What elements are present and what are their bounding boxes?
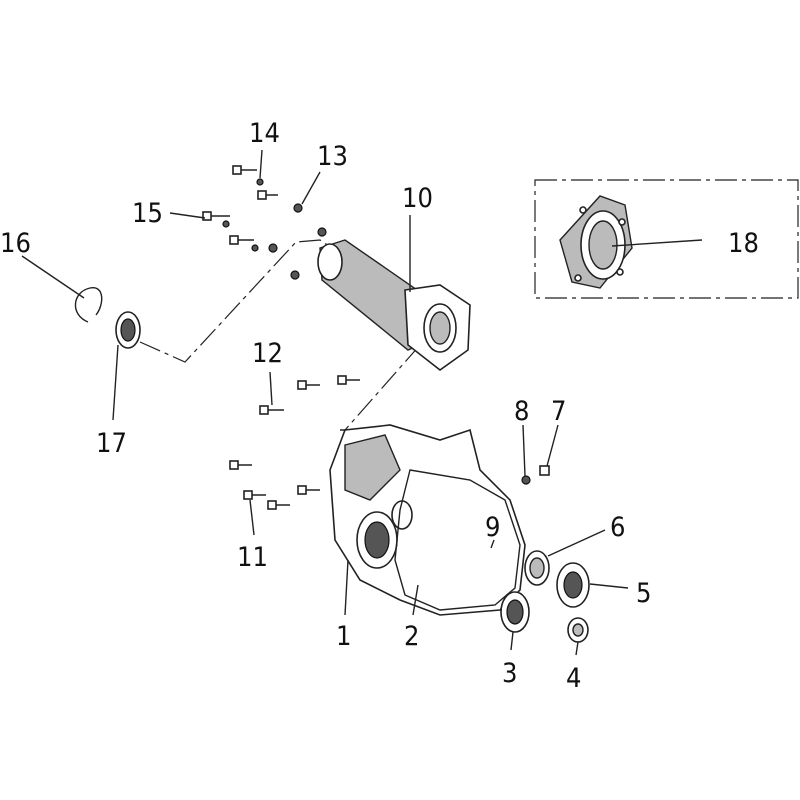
callout-11: 11 xyxy=(237,542,268,573)
bushing-4 xyxy=(567,617,589,643)
bearing-3 xyxy=(500,591,530,633)
callout-17: 17 xyxy=(96,428,127,459)
callout-5: 5 xyxy=(636,578,651,609)
callout-8: 8 xyxy=(514,396,529,427)
bearing-5 xyxy=(556,562,590,608)
callout-15: 15 xyxy=(132,198,163,229)
gasket-2 xyxy=(394,469,521,611)
callout-12: 12 xyxy=(252,338,283,369)
callout-10: 10 xyxy=(402,183,433,214)
leader-lines xyxy=(21,149,703,656)
bearing-17 xyxy=(115,311,141,349)
callout-18: 18 xyxy=(728,228,759,259)
callout-13: 13 xyxy=(317,141,348,172)
callout-14: 14 xyxy=(249,118,280,149)
callout-labels: 1 2 3 4 5 6 7 8 9 10 11 12 13 14 15 16 1… xyxy=(0,118,759,694)
callout-4: 4 xyxy=(566,663,581,694)
callout-7: 7 xyxy=(551,396,566,427)
callout-9: 9 xyxy=(485,512,500,543)
circlip-16 xyxy=(74,287,103,323)
centre-line-2 xyxy=(344,344,421,431)
oil-seal-flange-18 xyxy=(559,195,633,289)
bolts xyxy=(202,165,550,560)
tube-housing-10 xyxy=(290,227,471,371)
callout-2: 2 xyxy=(404,621,419,652)
callout-1: 1 xyxy=(336,621,351,652)
inset-box xyxy=(534,179,799,299)
callout-3: 3 xyxy=(502,658,517,689)
callout-6: 6 xyxy=(610,512,625,543)
callout-16: 16 xyxy=(0,228,31,259)
oil-seal-6 xyxy=(524,550,550,586)
